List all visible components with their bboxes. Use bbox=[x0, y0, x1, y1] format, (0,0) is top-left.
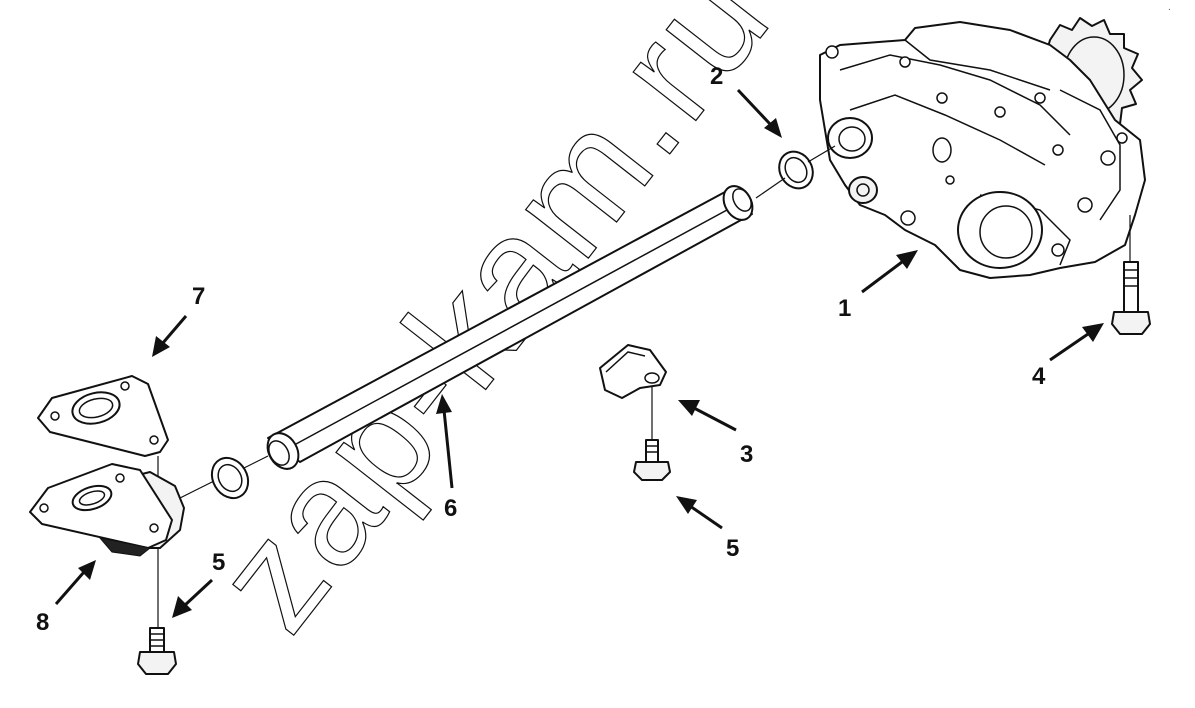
tube-bracket bbox=[599, 344, 667, 399]
corner-mark: . bbox=[1168, 2, 1171, 13]
callout-label-2: 2 bbox=[710, 63, 723, 90]
arrow-5-middle bbox=[676, 496, 723, 530]
arrow-4 bbox=[1049, 323, 1104, 362]
arrow-7 bbox=[152, 315, 188, 357]
callout-label-6: 6 bbox=[444, 495, 457, 522]
o-ring-upper bbox=[778, 150, 814, 190]
housing-bolt bbox=[1111, 261, 1151, 335]
arrow-5-left bbox=[172, 578, 214, 618]
arrow-8 bbox=[54, 560, 96, 605]
callout-label-5-left: 5 bbox=[212, 549, 225, 576]
callout-label-7: 7 bbox=[192, 283, 205, 310]
arrow-2 bbox=[736, 88, 782, 138]
oil-suction-tube bbox=[266, 185, 754, 470]
callout-arrows bbox=[54, 88, 1104, 618]
flange-bolt bbox=[137, 627, 177, 675]
bracket-bolt bbox=[633, 439, 671, 481]
callout-label-3: 3 bbox=[740, 441, 753, 468]
callout-label-5-middle: 5 bbox=[726, 535, 739, 562]
callout-label-8: 8 bbox=[36, 609, 49, 636]
callout-labels: 1 2 3 4 5 5 6 7 8 bbox=[36, 63, 1046, 636]
oil-pump-housing bbox=[819, 17, 1146, 279]
gasket bbox=[37, 375, 169, 457]
callout-label-4: 4 bbox=[1032, 363, 1046, 390]
o-ring-lower bbox=[210, 456, 250, 500]
callout-label-1: 1 bbox=[838, 295, 851, 322]
arrow-3 bbox=[678, 400, 737, 432]
arrow-1 bbox=[861, 250, 918, 294]
arrow-6 bbox=[436, 394, 454, 489]
suction-flange bbox=[29, 463, 185, 557]
